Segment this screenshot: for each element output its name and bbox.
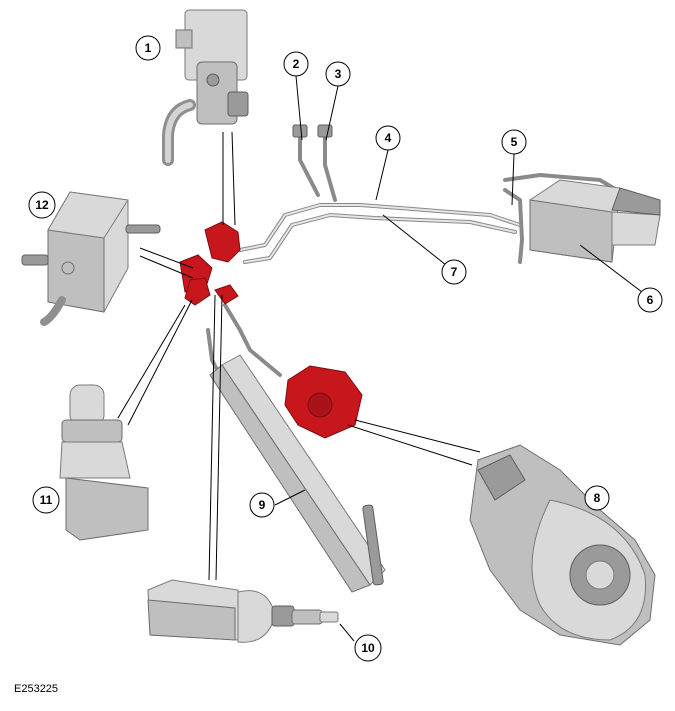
svg-text:12: 12 xyxy=(35,198,49,212)
svg-text:8: 8 xyxy=(594,491,601,505)
callout-10: 10 xyxy=(354,634,382,662)
figure-reference-code: E253225 xyxy=(14,683,59,695)
component-1-chiller xyxy=(162,9,249,166)
callout-6: 6 xyxy=(637,287,663,313)
svg-text:2: 2 xyxy=(293,57,300,71)
callout-1: 1 xyxy=(135,35,161,61)
svg-text:9: 9 xyxy=(259,498,266,512)
component-8-compressor xyxy=(469,444,656,646)
callouts: 1 2 3 4 5 6 7 8 xyxy=(28,35,663,662)
leader-lines xyxy=(117,75,643,642)
callout-5: 5 xyxy=(501,129,527,155)
refrigerant-pipes xyxy=(206,126,627,397)
callout-3: 3 xyxy=(325,61,351,87)
svg-text:11: 11 xyxy=(40,493,53,507)
callout-7: 7 xyxy=(441,259,467,285)
svg-text:6: 6 xyxy=(647,293,654,307)
svg-text:3: 3 xyxy=(335,67,342,81)
svg-text:7: 7 xyxy=(451,265,458,279)
highlighted-components xyxy=(179,221,363,439)
svg-text:4: 4 xyxy=(385,131,392,145)
callout-9: 9 xyxy=(249,492,275,518)
callout-11: 11 xyxy=(32,486,60,514)
callout-2: 2 xyxy=(283,51,309,77)
component-10-sensor xyxy=(147,579,339,643)
component-9-condenser xyxy=(209,354,386,593)
component-11-pressure-sensor xyxy=(59,384,149,541)
svg-text:10: 10 xyxy=(361,641,375,655)
svg-text:1: 1 xyxy=(145,41,152,55)
svg-text:5: 5 xyxy=(511,135,518,149)
callout-4: 4 xyxy=(375,125,401,151)
component-12-valve-block xyxy=(21,191,161,326)
callout-8: 8 xyxy=(584,485,610,511)
component-6-evaporator xyxy=(529,179,661,263)
callout-12: 12 xyxy=(28,191,56,219)
fittings-2-3 xyxy=(292,124,333,138)
